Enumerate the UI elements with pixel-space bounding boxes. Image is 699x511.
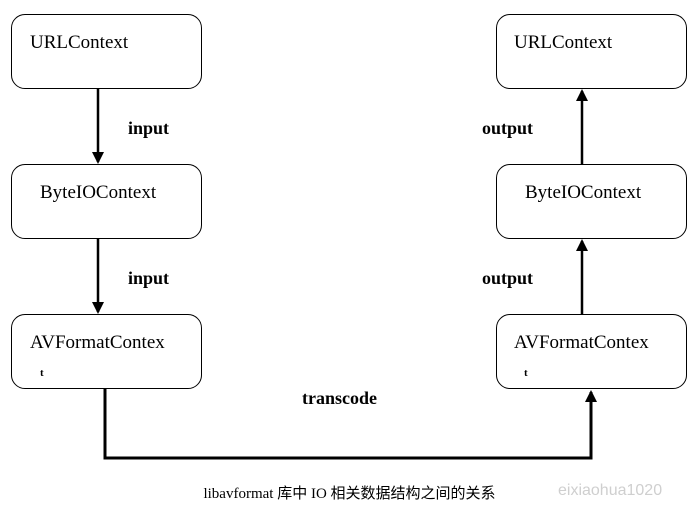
arrow-transcode-path <box>103 389 597 460</box>
left-byteiocontext-box: ByteIOContext <box>11 164 202 239</box>
right-avformatcontext-box: AVFormatContex t <box>496 314 687 389</box>
right-urlcontext-box: URLContext <box>496 14 687 89</box>
left-avformatcontext-label-tail: t <box>40 367 44 379</box>
left-urlcontext-box: URLContext <box>11 14 202 89</box>
left-urlcontext-label: URLContext <box>30 32 129 53</box>
watermark-text: eixiaohua1020 <box>558 482 663 499</box>
right-urlcontext-label: URLContext <box>514 32 613 53</box>
left-byteiocontext-label: ByteIOContext <box>40 182 157 203</box>
edge-label-transcode: transcode <box>302 388 377 408</box>
edge-label-left-bottom-input: input <box>128 268 170 288</box>
edge-label-right-bottom-output: output <box>482 268 534 288</box>
diagram-caption: libavformat 库中 IO 相关数据结构之间的关系 <box>203 486 496 502</box>
right-byteiocontext-box: ByteIOContext <box>496 164 687 239</box>
right-avformatcontext-label-tail: t <box>524 367 528 379</box>
left-avformatcontext-box: AVFormatContex t <box>11 314 202 389</box>
edge-label-left-top-input: input <box>128 118 170 138</box>
left-avformatcontext-label: AVFormatContex <box>30 332 165 353</box>
edge-label-right-top-output: output <box>482 118 534 138</box>
right-avformatcontext-label: AVFormatContex <box>514 332 649 353</box>
right-byteiocontext-label: ByteIOContext <box>525 182 642 203</box>
